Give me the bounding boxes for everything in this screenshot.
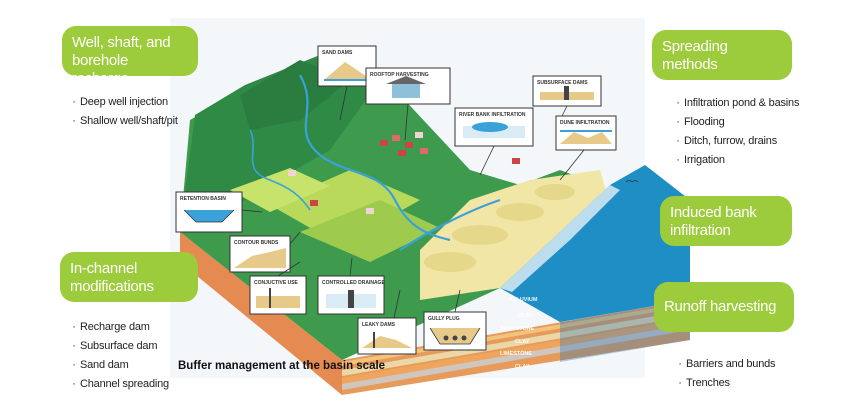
dune — [535, 184, 575, 200]
list-in-channel: Recharge dam Subsurface dam Sand dam Cha… — [68, 318, 169, 394]
stratum-label-alluvium: ALLUVIUM — [509, 297, 538, 303]
label-line: Spreading — [662, 38, 728, 55]
bird-icon — [625, 180, 639, 183]
callout-controlled-drainage: CONTROLLED DRAINAGE — [317, 257, 385, 315]
label-line: modifications — [70, 278, 154, 295]
river — [299, 74, 451, 242]
callout-label: RETENTION BASIN — [180, 196, 226, 202]
diagram-caption: Buffer management at the basin scale — [178, 360, 386, 372]
list-item: Ditch, furrow, drains — [672, 132, 799, 151]
list-item: Barriers and bunds — [674, 355, 776, 374]
callout-label: LEAKY DAMS — [362, 322, 396, 328]
label-induced-bank-infiltration: Induced bank infiltration — [660, 196, 792, 246]
callout-label: DUNE INFILTRATION — [560, 120, 610, 126]
callout-label: SAND DAMS — [322, 50, 353, 56]
list-item: Irrigation — [672, 151, 799, 170]
stratum-band — [342, 310, 690, 376]
field — [230, 168, 330, 212]
callout-leaky-dams: LEAKY DAMS — [357, 289, 417, 355]
dune — [452, 225, 508, 245]
sea — [500, 165, 690, 322]
list-item: Sand dam — [68, 356, 169, 375]
stratum-band — [342, 318, 690, 384]
label-in-channel-modifications: In-channel modifications — [60, 252, 198, 302]
list-item: Deep well injection — [68, 93, 178, 112]
dune — [496, 203, 544, 221]
list-item: Channel spreading — [68, 375, 169, 394]
list-item: Trenches — [674, 374, 775, 393]
callout-dune-infiltration: DUNE INFILTRATION — [555, 115, 617, 181]
list-spreading: Infiltration pond & basins Flooding Ditc… — [672, 94, 799, 170]
list-item: Recharge dam — [68, 318, 169, 337]
stream — [249, 129, 311, 211]
label-spreading-methods: Spreading methods — [652, 30, 792, 80]
stratum-label-clay: CLAY — [515, 339, 530, 345]
callout-rooftop-harvesting: ROOFTOP HARVESTING — [365, 67, 451, 141]
callout-contour-bunds: CONTOUR BUNDS — [229, 231, 301, 273]
list-item: Shallow well/shaft/pit — [68, 112, 178, 131]
surf-line — [500, 185, 620, 292]
list-runoff: Barriers and bunds Trenches — [674, 355, 776, 393]
list-item: Flooding — [672, 113, 799, 132]
label-line: methods — [662, 56, 718, 73]
list-item: Infiltration pond & basins — [672, 94, 799, 113]
label-line: Runoff harvesting — [664, 298, 777, 315]
label-runoff-harvesting: Runoff harvesting — [654, 282, 794, 332]
stratum-label-sandstone: SANDSTONE — [500, 326, 535, 332]
callout-retention-basin: RETENTION BASIN — [175, 191, 263, 233]
callout-label: ROOFTOP HARVESTING — [370, 72, 429, 78]
callout-river-bank-infiltration: RIVER BANK INFILTRATION — [454, 107, 534, 176]
village — [288, 132, 520, 214]
label-line: In-channel — [70, 260, 138, 277]
callout-label: CONTOUR BUNDS — [234, 240, 279, 246]
callout-label: SUBSURFACE DAMS — [537, 80, 588, 86]
callout-label: GULLY PLUG — [428, 316, 460, 322]
callout-conjuctive-use: CONJUCTIVE USE — [249, 261, 307, 315]
callout-subsurface-dams: SUBSURFACE DAMS — [532, 75, 602, 121]
callout-label: CONJUCTIVE USE — [254, 280, 299, 286]
label-line: borehole recharge — [72, 52, 129, 87]
callout-label: CONTROLLED DRAINAGE — [322, 280, 385, 286]
label-line: infiltration — [670, 222, 731, 239]
stratum-label-clay: CLAY — [518, 313, 533, 319]
river — [399, 198, 501, 251]
label-line: Induced bank — [670, 204, 757, 221]
stratum-label-limestone: LIMESTONE — [500, 351, 532, 357]
callout-label: RIVER BANK INFILTRATION — [459, 112, 526, 118]
stratum-label-clay: CLAY — [515, 364, 530, 370]
stratum-band — [342, 324, 690, 390]
dune — [424, 252, 476, 272]
callout-gully-plug: GULLY PLUG — [423, 289, 487, 351]
list-item: Subsurface dam — [68, 337, 169, 356]
hill — [180, 55, 380, 232]
label-line: Well, shaft, and — [72, 34, 171, 51]
list-well-shaft: Deep well injection Shallow well/shaft/p… — [68, 93, 178, 131]
label-well-shaft-borehole: Well, shaft, and borehole recharge — [62, 26, 198, 87]
strata-labels: ALLUVIUM CLAY SANDSTONE CLAY LIMESTONE C… — [500, 297, 538, 370]
